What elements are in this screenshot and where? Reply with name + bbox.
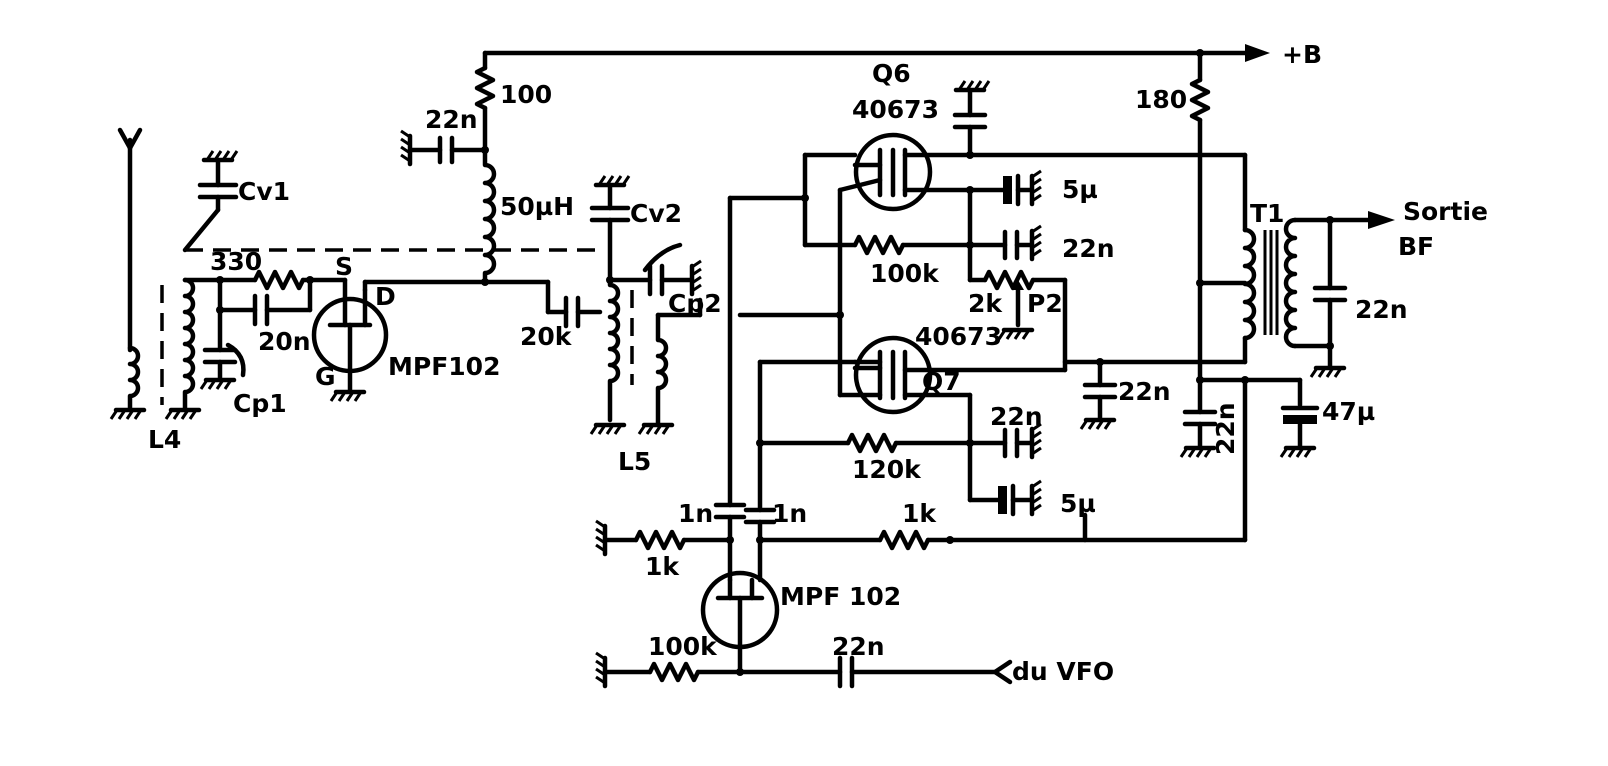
label-d: D — [375, 282, 396, 311]
capacitor-cp2 — [607, 242, 701, 297]
capacitor-22n-e — [737, 655, 1013, 689]
q7-gate-net — [737, 312, 858, 513]
label-c-47u: 47µ — [1322, 397, 1375, 426]
label-r-100k-a: 100k — [870, 259, 940, 288]
coil-l4 — [111, 277, 223, 419]
capacitor-1n-b — [743, 507, 777, 583]
capacitor-20n — [216, 277, 313, 327]
label-r-1k-b: 1k — [902, 499, 937, 528]
resistor-1k-b — [757, 377, 1248, 551]
capacitor-cv2 — [589, 176, 629, 284]
capacitor-cp1 — [201, 307, 246, 389]
capacitor-1n-a — [713, 195, 747, 583]
label-c-1n-b: 1n — [772, 499, 807, 528]
label-l5: L5 — [618, 447, 651, 476]
transformer-t1 — [1197, 152, 1333, 365]
label-r-100k-b: 100k — [648, 632, 718, 661]
capacitor-22n-c — [1081, 359, 1118, 429]
supply-decoupling — [1196, 376, 1303, 384]
label-cv2: Cv2 — [630, 199, 682, 228]
antenna-icon — [117, 127, 143, 353]
capacitor-5u-a — [966, 171, 1041, 207]
resistor-180 — [1189, 50, 1211, 383]
q7-drain-net — [1062, 358, 1248, 366]
capacitor-47u — [1281, 377, 1320, 457]
label-q6-part: 40673 — [852, 95, 939, 124]
inductor-50uh — [481, 147, 497, 286]
label-r-2k: 2k — [968, 289, 1003, 318]
label-t1: T1 — [1250, 199, 1284, 228]
label-c-5u-a: 5µ — [1062, 175, 1098, 204]
transistor-mpf102-a — [311, 277, 488, 401]
capacitor-5u-b — [967, 481, 1041, 517]
label-mpf102-a: MPF102 — [388, 352, 500, 381]
label-c-22n-e: 22n — [832, 632, 885, 661]
label-c-22n-a: 22n — [425, 105, 478, 134]
resistor-100k-b — [596, 653, 743, 686]
label-r-120k: 120k — [852, 455, 922, 484]
resistor-2k-p2 — [967, 269, 1068, 373]
label-sortie: Sortie — [1403, 197, 1488, 226]
transistor-mpf102-b — [700, 570, 780, 676]
label-c-22n-g: 22n — [1211, 402, 1240, 455]
label-q6: Q6 — [872, 59, 911, 88]
label-p2: P2 — [1027, 289, 1063, 318]
label-c-1n-a: 1n — [678, 499, 713, 528]
label-cp2: Cp2 — [668, 289, 722, 318]
label-r-180: 180 — [1135, 85, 1187, 114]
label-l4: L4 — [148, 425, 181, 454]
capacitor-q6-bypass — [952, 81, 989, 159]
label-s: S — [335, 252, 353, 281]
label-cp1: Cp1 — [233, 389, 287, 418]
resistor-1k-a — [596, 521, 734, 554]
label-c-20k: 20k — [520, 322, 573, 351]
label-c-22n-b: 22n — [1062, 234, 1115, 263]
q6-gate-net — [727, 152, 858, 398]
label-r-330: 330 — [210, 247, 262, 276]
label-bf: BF — [1398, 232, 1434, 261]
transistor-q6 — [837, 132, 1248, 212]
transistor-q7 — [837, 335, 973, 415]
resistor-100 — [474, 50, 496, 154]
resistor-100k-a — [852, 187, 974, 283]
label-vfo: du VFO — [1012, 657, 1114, 686]
label-c-22n-c: 22n — [1118, 377, 1171, 406]
coil-l5 — [591, 277, 703, 434]
label-r-100: 100 — [500, 80, 552, 109]
label-q7: Q7 — [922, 367, 961, 396]
capacitor-22n-a — [401, 131, 488, 164]
label-g: G — [315, 362, 336, 391]
label-c-22n-f: 22n — [1355, 295, 1408, 324]
label-c-5u-b: 5µ — [1060, 489, 1096, 518]
capacitor-22n-d — [967, 424, 1041, 457]
capacitor-22n-g — [1181, 377, 1218, 457]
label-cv1: Cv1 — [238, 177, 290, 206]
label-mpf102-b: MPF 102 — [780, 582, 901, 611]
output-net — [1326, 211, 1395, 350]
label-supply: +B — [1282, 40, 1322, 69]
capacitor-cv1 — [182, 151, 237, 253]
label-c-22n-d: 22n — [990, 402, 1043, 431]
resistor-120k — [757, 392, 974, 503]
label-r-1k-a: 1k — [645, 552, 680, 581]
label-c-20n: 20n — [258, 327, 311, 356]
capacitor-22n-b — [967, 226, 1041, 259]
capacitor-22n-f — [1311, 217, 1348, 377]
label-q7-part: 40673 — [915, 322, 1002, 351]
label-l-50uh: 50µH — [500, 192, 574, 221]
capacitor-20k — [482, 279, 603, 329]
